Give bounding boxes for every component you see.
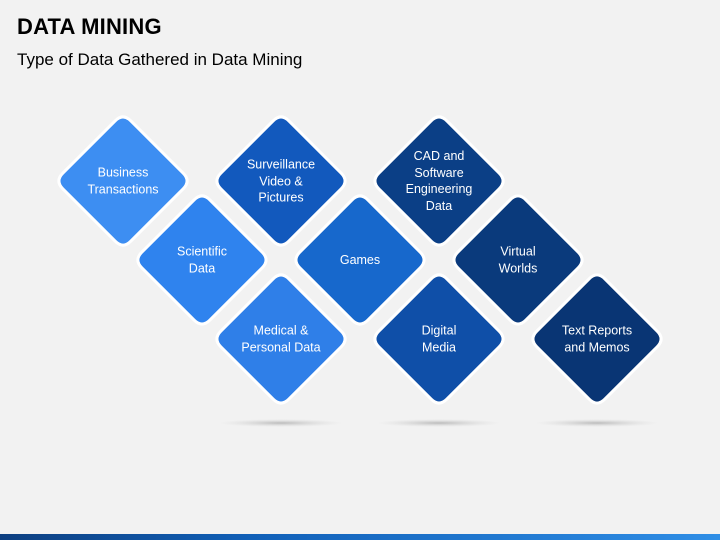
floor-shadow (219, 419, 343, 427)
floor-shadow (535, 419, 659, 427)
footer-bar (0, 534, 720, 540)
tile-cad-software (373, 115, 505, 247)
page-subtitle: Type of Data Gathered in Data Mining (17, 50, 303, 69)
page-title: DATA MINING (17, 14, 162, 39)
floor-shadow (377, 419, 501, 427)
tile-text-reports-memos (531, 273, 663, 405)
tile-virtual-worlds (452, 194, 584, 326)
tile-surveillance (215, 115, 347, 247)
tile-games (294, 194, 426, 326)
tile-scientific-data (136, 194, 268, 326)
tile-business-transactions (57, 115, 189, 247)
tile-medical-personal-data (215, 273, 347, 405)
tile-digital-media (373, 273, 505, 405)
